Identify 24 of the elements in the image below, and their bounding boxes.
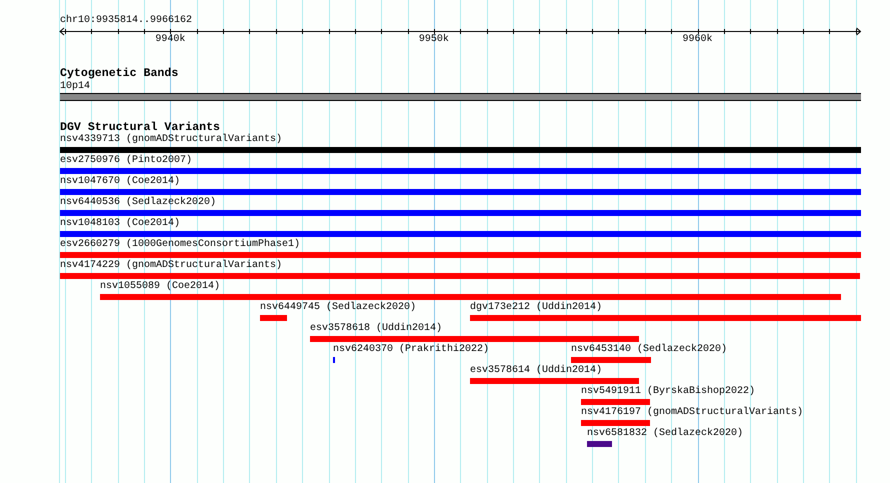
tick-label: 9950k — [418, 34, 449, 46]
variant-label: nsv4174229 (gnomADStructuralVariants) — [60, 260, 282, 272]
position-label: chr10:9935814..9966162 — [60, 15, 192, 27]
track-title: Cytogenetic Bands — [60, 67, 178, 80]
variant-label: nsv4176197 (gnomADStructuralVariants) — [581, 407, 804, 419]
variant-label: nsv6240370 (Prakrithi2022) — [333, 344, 490, 356]
band-label: 10p14 — [60, 81, 90, 93]
variant-label: nsv4339713 (gnomADStructuralVariants) — [60, 134, 282, 146]
variant-label: esv3578614 (Uddin2014) — [470, 365, 602, 377]
variant-label: nsv1055089 (Coe2014) — [100, 281, 220, 293]
tick-label: 9940k — [155, 34, 186, 46]
variant-label: nsv6453140 (Sedlazeck2020) — [571, 344, 728, 356]
variant-label: nsv6581832 (Sedlazeck2020) — [587, 428, 744, 440]
variant-label: nsv6449745 (Sedlazeck2020) — [260, 302, 416, 314]
variant-label: nsv6440536 (Sedlazeck2020) — [60, 197, 216, 209]
variant-label: esv2750976 (Pinto2007) — [60, 155, 192, 167]
variant-label: nsv1047670 (Coe2014) — [60, 176, 180, 188]
variant-label: nsv5491911 (ByrskaBishop2022) — [581, 386, 756, 398]
tick-label: 9960k — [682, 34, 713, 46]
variant-label: esv2660279 (1000GenomesConsortiumPhase1) — [60, 239, 300, 251]
variant-label: dgv173e212 (Uddin2014) — [470, 302, 602, 314]
variant-label: esv3578618 (Uddin2014) — [310, 323, 442, 335]
track-title: DGV Structural Variants — [60, 121, 220, 134]
variant-label: nsv1048103 (Coe2014) — [60, 218, 180, 230]
